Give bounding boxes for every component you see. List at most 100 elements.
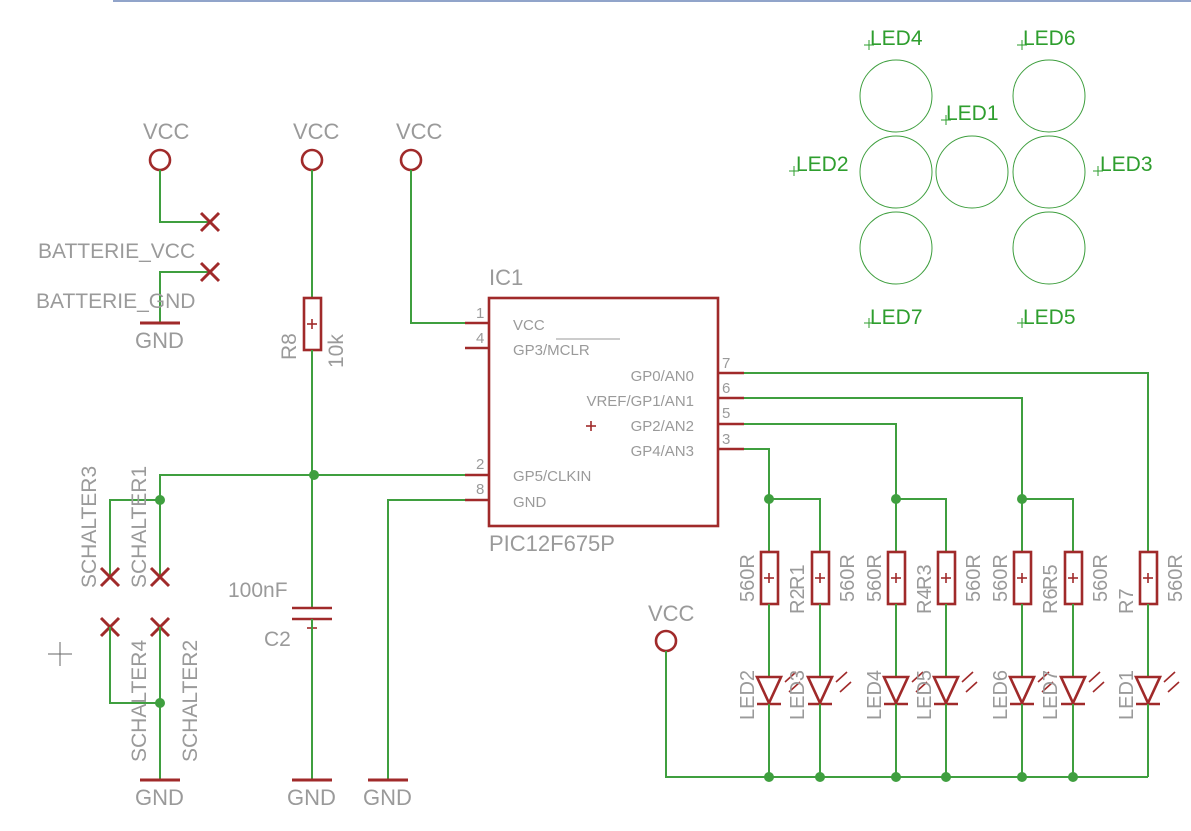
pin-label-gp0: GP0/AN0 <box>631 368 694 385</box>
vcc-symbol-icon <box>399 148 423 172</box>
r3-value: 560R <box>864 554 886 602</box>
junction-dot <box>891 772 901 782</box>
pin-num-5: 5 <box>722 405 730 422</box>
junction-dot <box>815 772 825 782</box>
led5-pad <box>1012 211 1086 285</box>
led5-label: LED5 <box>914 670 936 720</box>
battery-gnd-label: BATTERIE_GND <box>36 290 195 313</box>
led6-pad <box>1012 59 1086 133</box>
layout-led3-label: LED3 <box>1100 153 1153 176</box>
led-diode-icon <box>1007 671 1054 777</box>
junction-dot <box>1068 772 1078 782</box>
led-resistor-column <box>759 550 780 677</box>
r1-name: R1 <box>787 564 809 590</box>
led-diode-icon <box>931 671 978 777</box>
led7-label: LED7 <box>1040 670 1062 720</box>
led-resistor-column <box>886 550 907 677</box>
vcc-symbol-icon <box>300 148 324 172</box>
pin-label-gp3: GP3/MCLR <box>513 342 590 359</box>
layout-led4-label: LED4 <box>870 27 923 50</box>
ic1-name: IC1 <box>489 265 523 290</box>
led-diode-icon <box>1133 671 1180 777</box>
led6-label: LED6 <box>990 670 1012 720</box>
pin-label-gp4: GP4/AN3 <box>631 443 694 460</box>
pin-num-4: 4 <box>476 330 484 347</box>
r8-name: R8 <box>278 333 301 360</box>
junction-dot <box>764 494 774 504</box>
vcc-label-led: VCC <box>648 601 695 626</box>
reset-rc-section: VCC R8 10k 100nF C2 GND <box>228 119 348 810</box>
schalter1-label: SCHALTER1 <box>128 466 151 588</box>
led3-label: LED3 <box>787 670 809 720</box>
led3-pad <box>1012 135 1086 209</box>
r4-name: R4 <box>914 588 936 614</box>
led-resistor-column <box>936 550 957 677</box>
battery-vcc-pad-icon <box>199 211 221 233</box>
layout-led2-label: LED2 <box>796 153 849 176</box>
gnd-label-battery: GND <box>135 328 184 353</box>
led-resistor-column <box>1012 550 1033 677</box>
vcc-label-ic: VCC <box>396 119 443 144</box>
led-diode-icon <box>805 671 852 777</box>
pin-label-gp1: VREF/GP1/AN1 <box>586 393 694 410</box>
gnd-label-switch: GND <box>135 785 184 810</box>
battery-gnd-pad-icon <box>199 261 221 283</box>
r4-value: 560R <box>963 554 985 602</box>
junction-dot <box>155 495 165 505</box>
led-resistor-column <box>1138 550 1159 677</box>
pin-num-3: 3 <box>722 431 730 448</box>
switch-section: SCHALTER3 SCHALTER1 SCHALTER4 SCHALTER2 … <box>78 466 202 810</box>
vcc-symbol-icon <box>148 148 172 172</box>
pin-num-8: 8 <box>476 481 484 498</box>
led-placement-layout: LED4 LED6 LED1 LED2 LED3 LED7 LED5 <box>789 27 1153 329</box>
ic1-part: PIC12F675P <box>489 531 615 556</box>
gnd-label-c2: GND <box>287 785 336 810</box>
led1-pad <box>935 135 1009 209</box>
pin-num-7: 7 <box>722 355 730 372</box>
vcc-symbol-icon <box>654 629 678 653</box>
pin-num-1: 1 <box>476 305 484 322</box>
led-diode-icon <box>881 671 928 777</box>
led-diode-icon <box>754 671 801 777</box>
led-resistor-column <box>810 550 831 677</box>
layout-led7-label: LED7 <box>870 306 923 329</box>
pin-label-gp2: GP2/AN2 <box>631 418 694 435</box>
junction-dot <box>764 772 774 782</box>
led2-label: LED2 <box>737 670 759 720</box>
pin-label-gp5: GP5/CLKIN <box>513 468 591 485</box>
pin-label-vcc: VCC <box>513 317 545 334</box>
r1-value: 560R <box>737 554 759 602</box>
battery-section: VCC BATTERIE_VCC BATTERIE_GND GND <box>36 119 221 353</box>
led1-label: LED1 <box>1116 670 1138 720</box>
gnd-label-ic: GND <box>363 785 412 810</box>
junction-dot <box>1017 494 1027 504</box>
r6-value: 560R <box>1090 554 1112 602</box>
switch-pad-icon <box>99 566 121 588</box>
r7-name: R7 <box>1116 588 1138 614</box>
layout-led1-label: LED1 <box>946 102 999 125</box>
led4-pad <box>859 59 933 133</box>
pin-num-2: 2 <box>476 456 484 473</box>
layout-led5-label: LED5 <box>1023 306 1076 329</box>
r2-value: 560R <box>837 554 859 602</box>
led-drive-section: 560R R1 R2 560R 560R R3 R4 560R 560R R5 … <box>648 372 1187 782</box>
vcc-label-r8: VCC <box>293 119 340 144</box>
r7-value: 560R <box>1165 554 1187 602</box>
led-diode-icon <box>1058 671 1105 777</box>
r3-name: R3 <box>914 564 936 590</box>
led2-pad <box>859 135 933 209</box>
schalter2-label: SCHALTER2 <box>179 640 202 762</box>
r5-name: R5 <box>1040 564 1062 590</box>
vcc-label-battery: VCC <box>143 119 190 144</box>
led7-pad <box>859 211 933 285</box>
r5-value: 560R <box>990 554 1012 602</box>
r6-name: R6 <box>1040 588 1062 614</box>
junction-dot <box>891 494 901 504</box>
cursor-crosshair-icon <box>48 642 72 666</box>
c2-value: 100nF <box>228 579 288 602</box>
junction-dot <box>1017 772 1027 782</box>
battery-vcc-label: BATTERIE_VCC <box>38 240 195 263</box>
schalter3-label: SCHALTER3 <box>78 466 101 588</box>
pin-num-6: 6 <box>722 380 730 397</box>
